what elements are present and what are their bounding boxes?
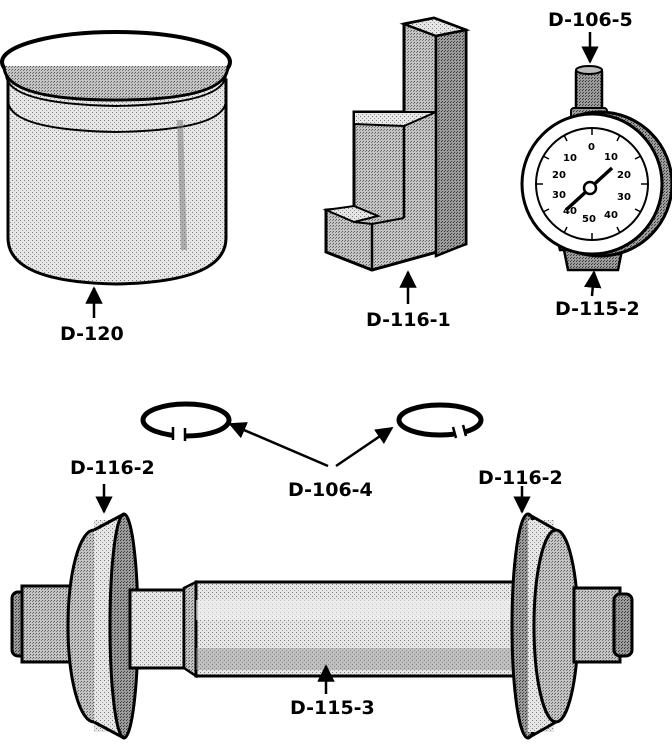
stepped-block-part [322, 16, 471, 272]
dial-number: 10 [604, 152, 618, 163]
snap-ring-left [140, 401, 232, 441]
dial-gauge-part: 0 10 10 20 20 30 30 40 40 50 [520, 65, 672, 272]
label-d115-3: D-115-3 [290, 697, 375, 719]
dial-number: 20 [552, 170, 566, 181]
dial-number: 20 [617, 170, 631, 181]
label-d116-2-left: D-116-2 [70, 457, 155, 479]
label-d106-4: D-106-4 [288, 479, 373, 501]
label-d115-2: D-115-2 [555, 298, 640, 320]
dial-number: 40 [604, 210, 618, 221]
dial-number: 40 [563, 206, 577, 217]
label-d120: D-120 [60, 323, 124, 345]
dial-number: 10 [563, 153, 577, 164]
snap-ring-right [396, 402, 484, 439]
label-d116-1: D-116-1 [366, 309, 451, 331]
shaft-assembly-part [10, 512, 634, 740]
dial-number: 30 [617, 192, 631, 203]
dial-number: 50 [582, 214, 596, 225]
label-d116-2-right: D-116-2 [478, 467, 563, 489]
arrow-d106-4-left [228, 422, 329, 468]
dial-number: 0 [588, 142, 595, 153]
arrow-d115-2 [583, 270, 602, 297]
dial-number: 30 [552, 190, 566, 201]
jar-part [0, 30, 232, 286]
arrow-d106-4-right [335, 426, 394, 468]
label-d106-5: D-106-5 [548, 9, 633, 31]
